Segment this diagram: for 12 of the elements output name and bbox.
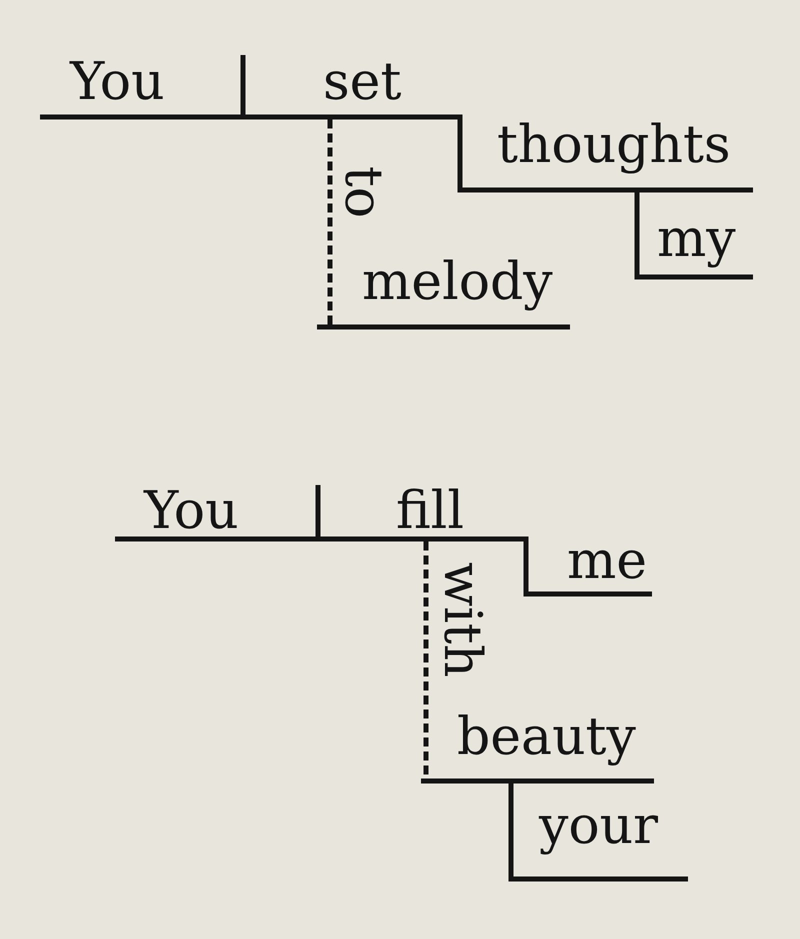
modifier-word: my [657, 213, 736, 265]
object-word: thoughts [497, 119, 731, 171]
object-of-preposition-word: melody [362, 256, 553, 308]
modifier-word: your [539, 800, 658, 852]
verb-word: set [323, 56, 402, 108]
preposition-word: with [436, 562, 488, 678]
object-of-preposition-word: beauty [457, 711, 636, 763]
subject-word: You [144, 485, 239, 537]
verb-word: fill [396, 485, 464, 537]
preposition-word: to [337, 166, 389, 218]
object-word: me [567, 535, 648, 587]
subject-word: You [70, 56, 165, 108]
